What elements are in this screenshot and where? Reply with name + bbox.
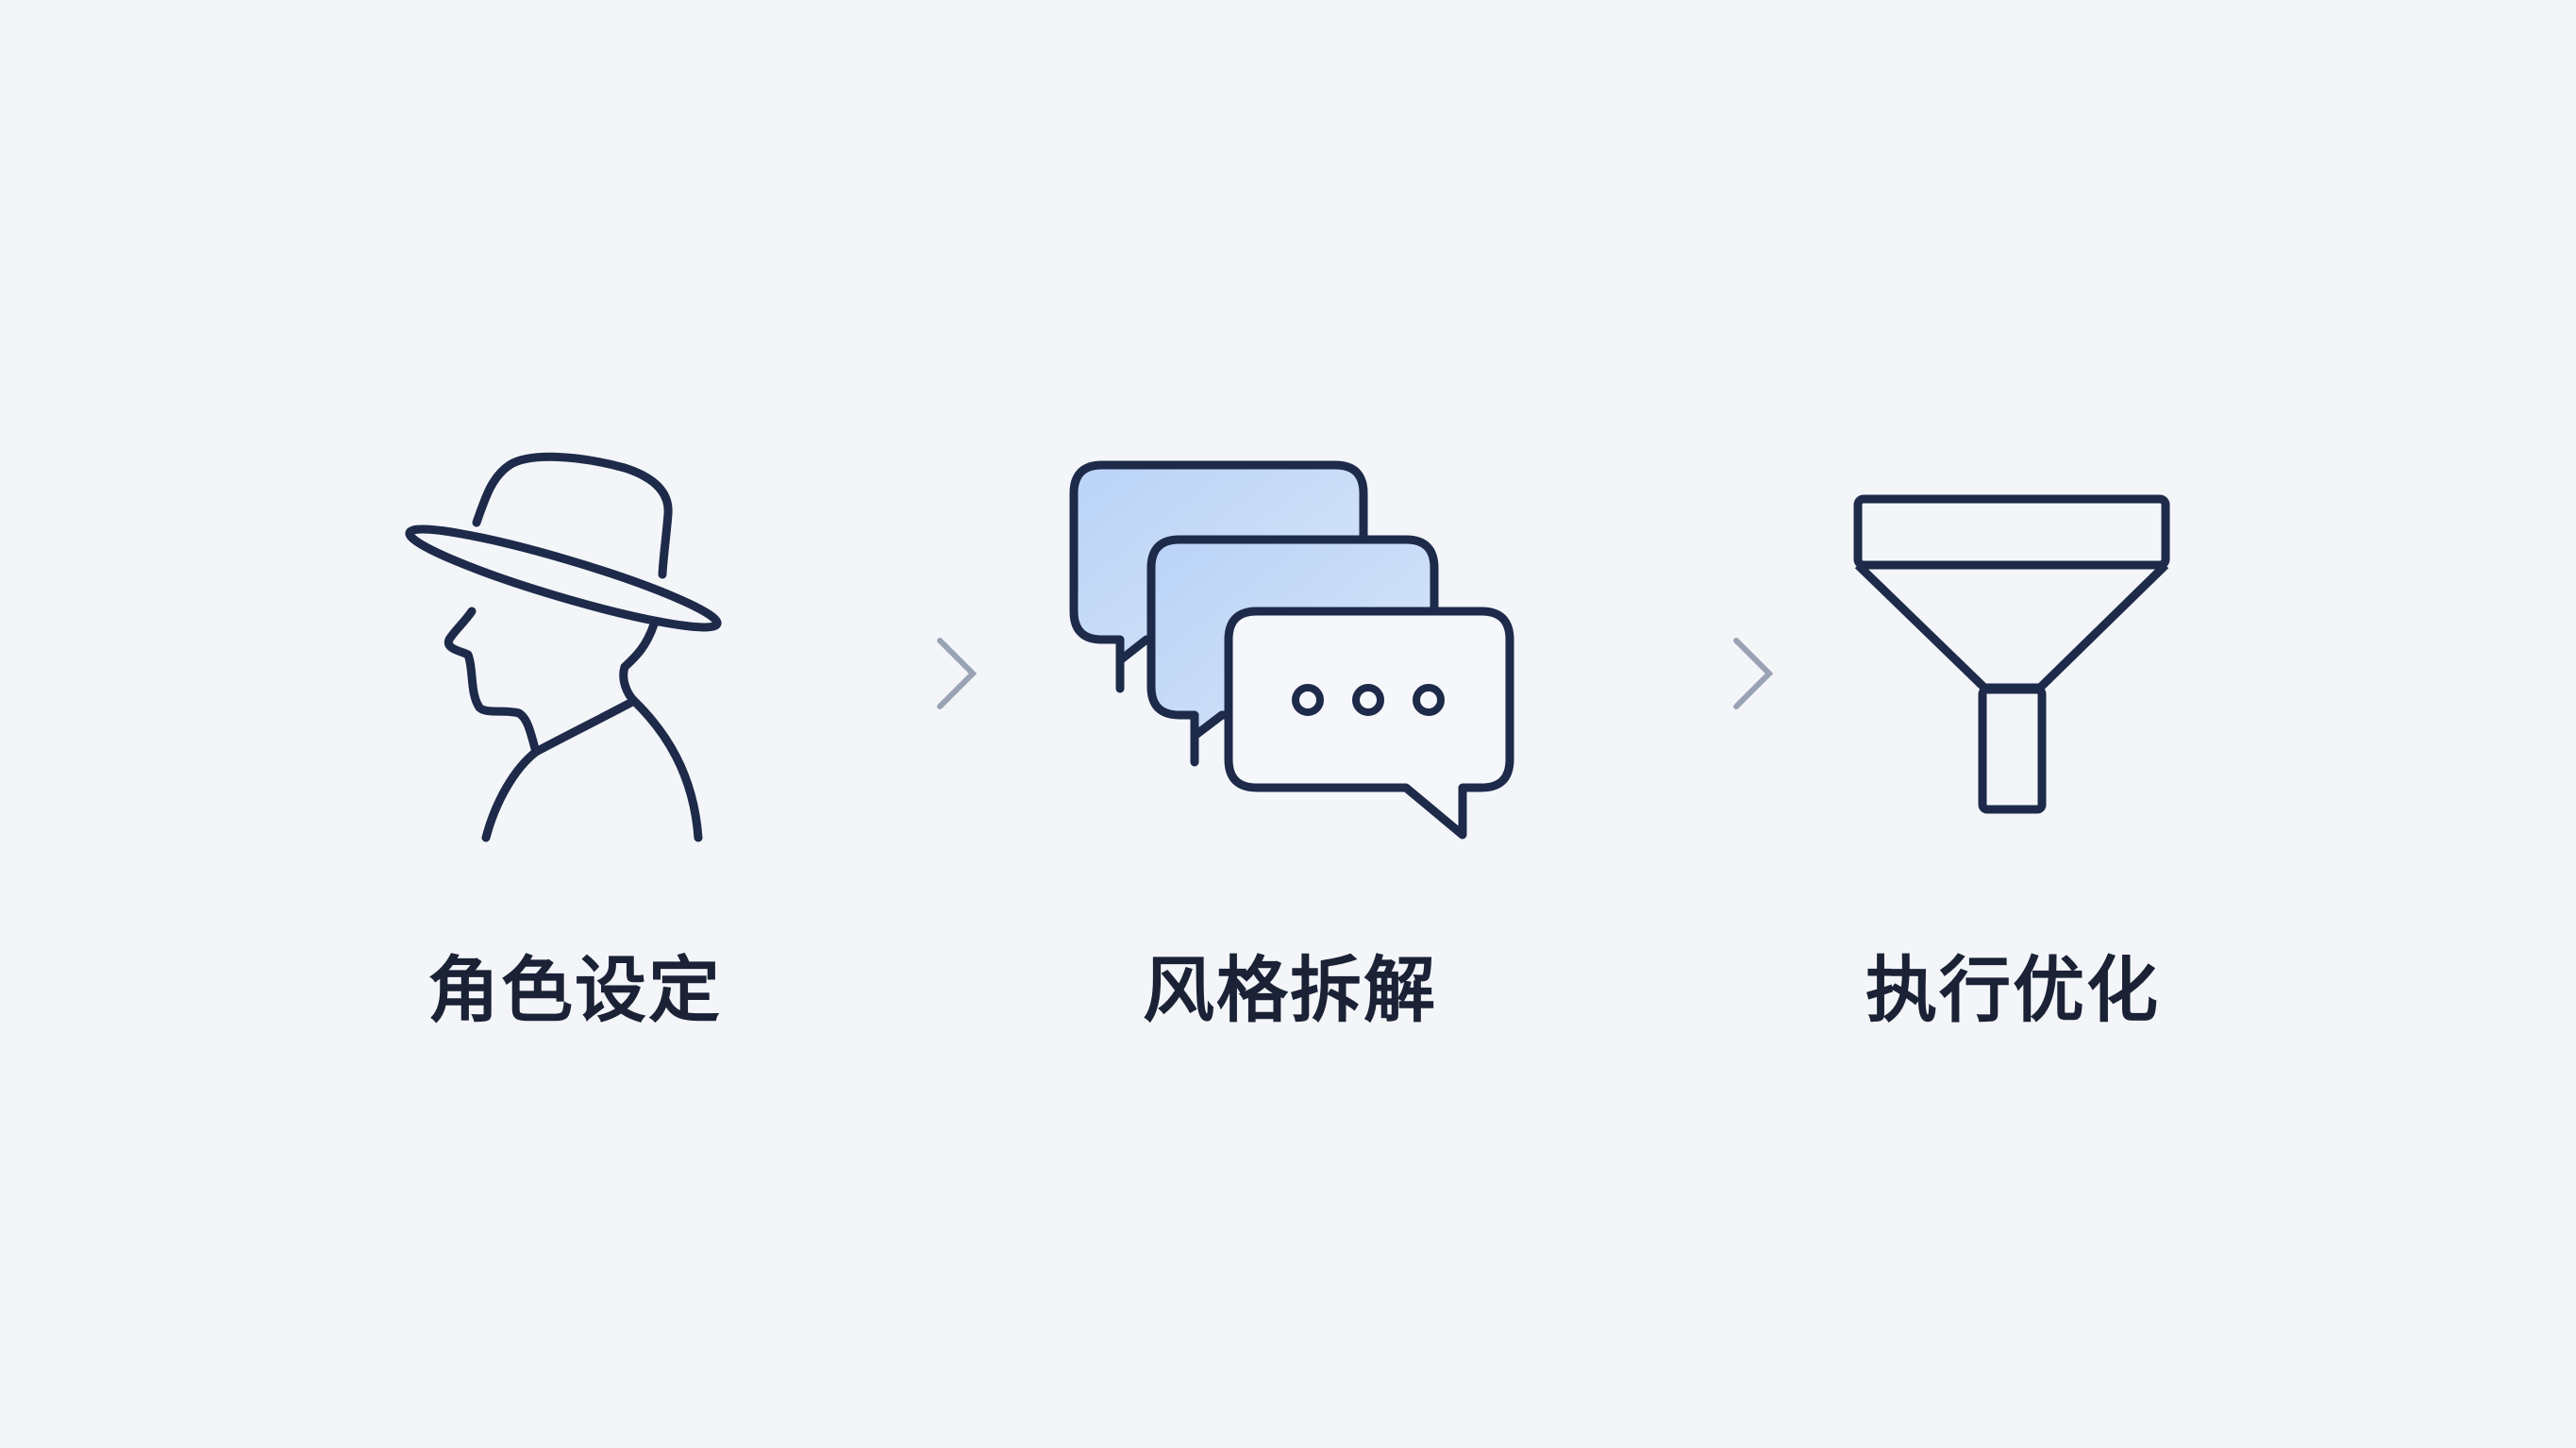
step-label-style-breakdown: 风格拆解 xyxy=(1143,948,1437,1032)
step-label-execution-optimization: 执行优化 xyxy=(1865,948,2160,1032)
arrow-2 xyxy=(1598,638,1774,709)
chat-bubbles-icon xyxy=(1069,460,1514,840)
funnel-icon xyxy=(1853,494,2170,814)
step-label-role-setting: 角色设定 xyxy=(427,948,722,1032)
dot-icon xyxy=(1413,684,1445,716)
arrow-1 xyxy=(802,638,978,709)
dot-icon xyxy=(1352,684,1384,716)
person-with-hat-icon xyxy=(405,452,722,842)
dot-icon xyxy=(1292,684,1324,716)
